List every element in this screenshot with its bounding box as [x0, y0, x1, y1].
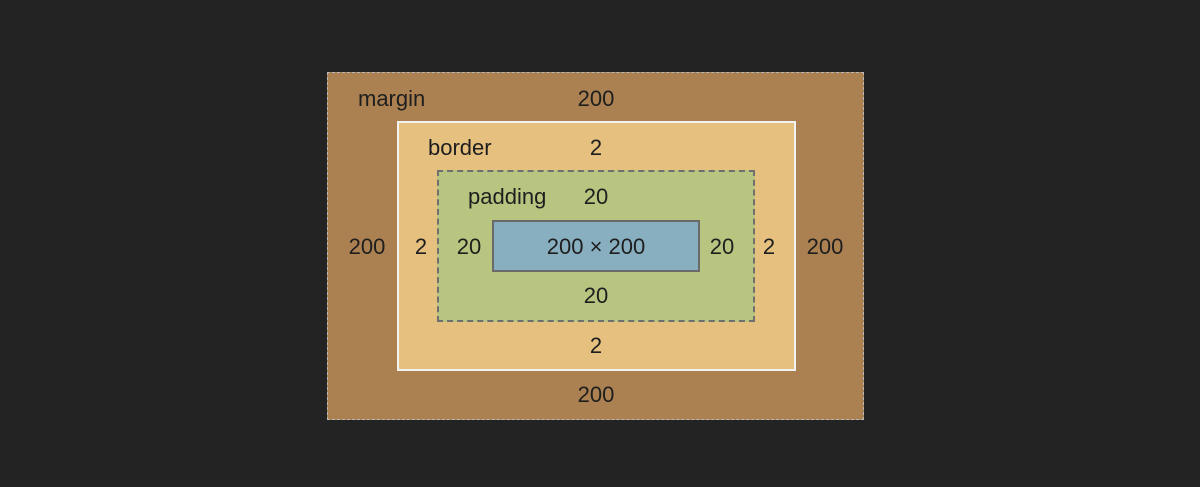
padding-top-value: 20 [583, 184, 609, 209]
margin-right-value: 200 [806, 234, 844, 259]
border-label: border [428, 135, 492, 160]
content-size: 200 × 200 [546, 234, 646, 259]
padding-left-value: 20 [456, 234, 482, 259]
margin-left-value: 200 [348, 234, 386, 259]
padding-label: padding [468, 184, 547, 209]
margin-bottom-value: 200 [577, 382, 615, 407]
border-right-value: 2 [762, 234, 776, 259]
margin-top-value: 200 [577, 86, 615, 111]
margin-label: margin [358, 86, 426, 111]
border-bottom-value: 2 [589, 333, 603, 358]
padding-right-value: 20 [709, 234, 735, 259]
padding-bottom-value: 20 [583, 283, 609, 308]
border-left-value: 2 [414, 234, 428, 259]
content-box[interactable] [492, 220, 700, 272]
border-top-value: 2 [589, 135, 603, 160]
